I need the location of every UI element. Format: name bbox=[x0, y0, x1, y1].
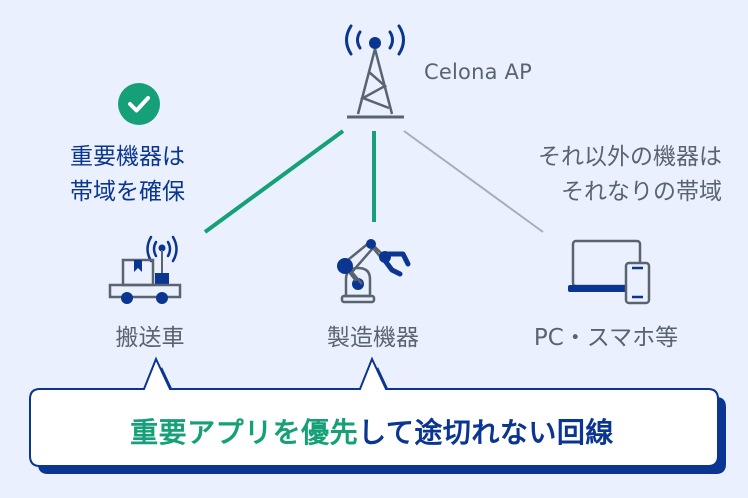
priority-link-agv bbox=[203, 129, 345, 234]
robot-arm-icon bbox=[337, 239, 411, 304]
other-note-line2: それなりの帯域 bbox=[561, 179, 722, 205]
device-label-manufacturing: 製造機器 bbox=[327, 325, 419, 351]
agv-cart-icon bbox=[108, 235, 182, 304]
access-point-label: Celona AP bbox=[424, 60, 532, 84]
priority-note: 重要機器は 帯域を確保 bbox=[70, 140, 185, 210]
other-note-line1: それ以外の機器は bbox=[538, 144, 722, 170]
callout-highlight: 重要アプリを優先 bbox=[130, 416, 359, 449]
normal-link-pc bbox=[403, 130, 544, 233]
device-label-pc-smartphone: PC・スマホ等 bbox=[533, 325, 679, 351]
priority-note-line1: 重要機器は bbox=[70, 144, 185, 170]
check-circle-icon bbox=[118, 83, 160, 125]
laptop-phone-icon bbox=[568, 239, 651, 305]
priority-note-line2: 帯域を確保 bbox=[70, 179, 185, 205]
device-label-agv: 搬送車 bbox=[115, 325, 185, 351]
other-devices-note: それ以外の機器は それなりの帯域 bbox=[538, 140, 722, 210]
callout-message: 重要アプリを優先して途切れない回線 bbox=[32, 411, 712, 451]
callout-rest: して途切れない回線 bbox=[358, 416, 614, 449]
radio-tower-icon bbox=[345, 24, 405, 119]
